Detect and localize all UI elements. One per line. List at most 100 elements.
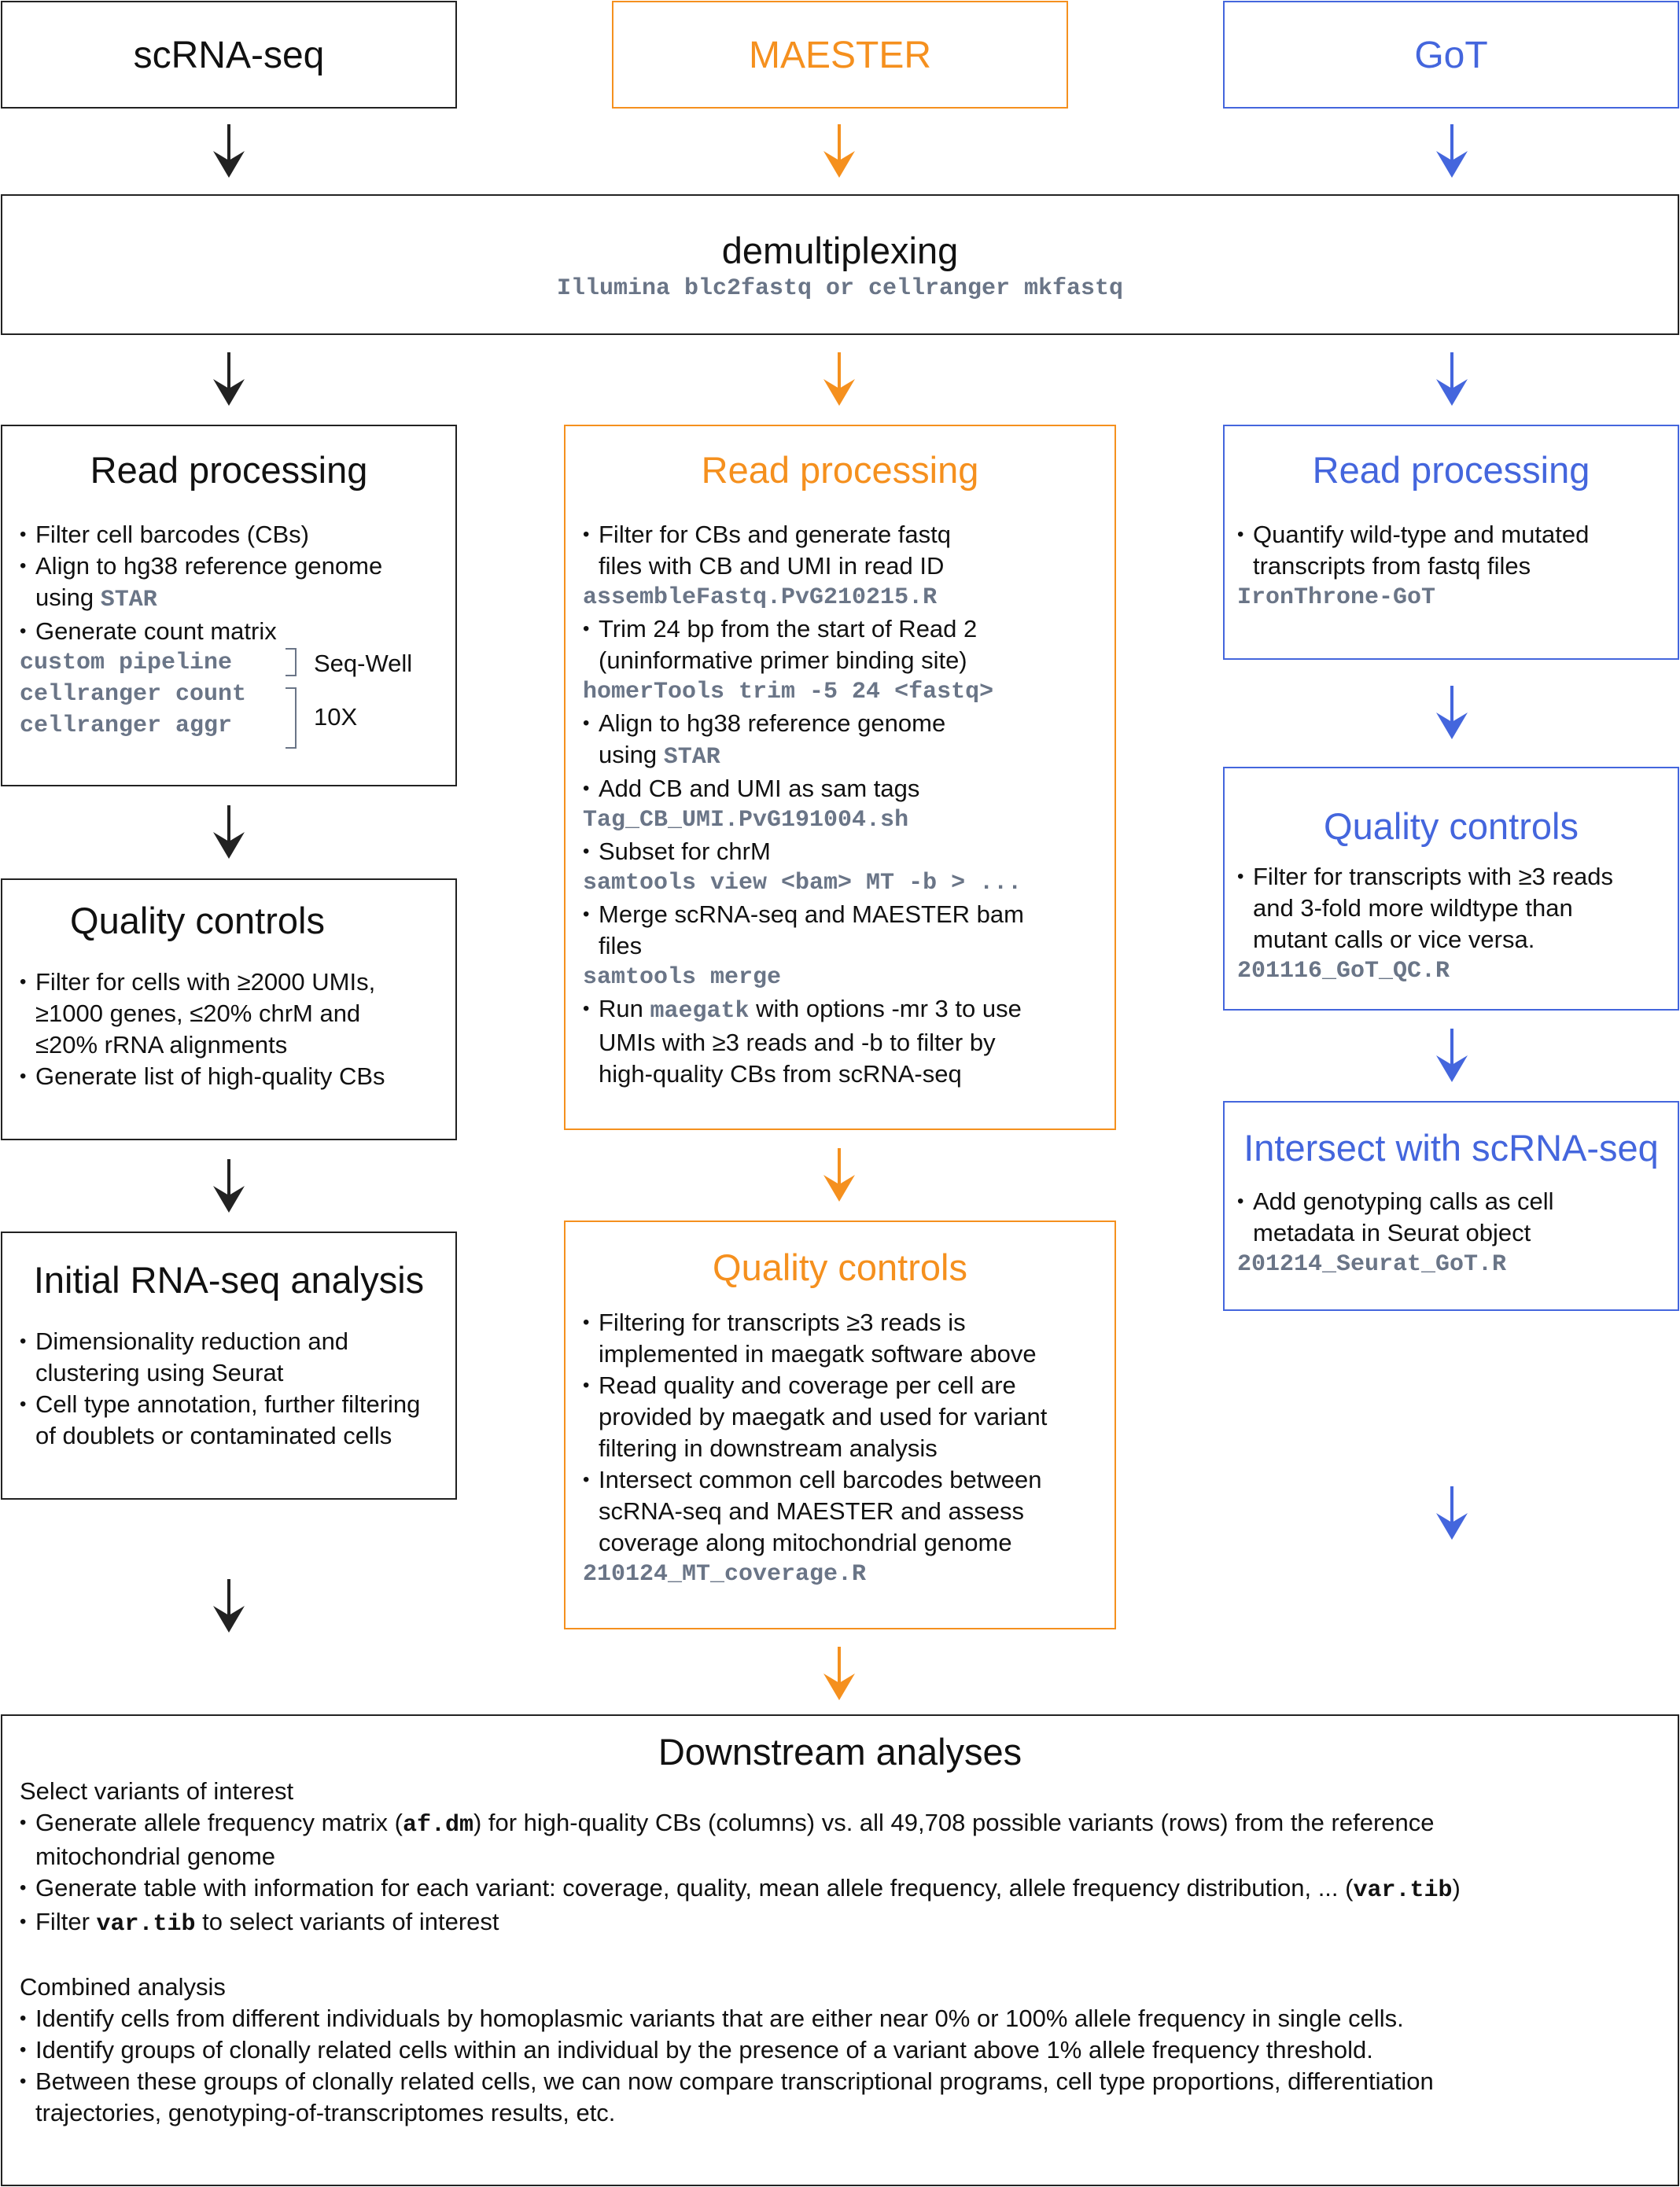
- maester-read-processing-content: Filter for CBs and generate fastq files …: [583, 519, 1024, 1090]
- scrna-read-bullet-1: Filter cell barcodes (CBs): [20, 519, 382, 550]
- maester-read-bullet-2-line-1: Trim 24 bp from the start of Read 2: [583, 613, 1024, 645]
- scrna-read-processing-title: Read processing: [90, 449, 368, 491]
- arrow-down-icon: [1436, 686, 1468, 739]
- got-read-bullet-1-line-1: Quantify wild-type and mutated: [1237, 519, 1589, 550]
- maester-read-bullet-7-line-1: Run maegatk with options -mr 3 to use: [583, 993, 1024, 1027]
- downstream-bullet-4: Identify cells from different individual…: [20, 2003, 1461, 2034]
- seq-well-bracket: [286, 648, 297, 676]
- arrow-down-icon: [213, 805, 245, 859]
- allele-matrix-text-a: Generate allele frequency matrix (: [35, 1809, 403, 1836]
- demultiplexing-box: demultiplexing Illumina blc2fastq or cel…: [1, 194, 1679, 335]
- maester-qc-bullet-1-line-1: Filtering for transcripts ≥3 reads is: [583, 1307, 1047, 1338]
- downstream-bullet-1-line-1: Generate allele frequency matrix (af.dm)…: [20, 1807, 1461, 1841]
- init-bullet-1-line-2: clustering using Seurat: [35, 1359, 284, 1386]
- tag-cb-umi-script: Tag_CB_UMI.PvG191004.sh: [583, 807, 909, 834]
- header-scrna-seq-label: scRNA-seq: [133, 35, 325, 76]
- maester-read-bullet-3-line-2: using STAR: [583, 739, 1024, 773]
- maester-qc-bullet-1-line-2: implemented in maegatk software above: [599, 1340, 1037, 1368]
- got-quality-controls-content: Filter for transcripts with ≥3 reads and…: [1237, 861, 1613, 987]
- maester-qc-bullet-2-line-2: provided by maegatk and used for variant: [599, 1403, 1048, 1430]
- initial-rna-seq-analysis-title: Initial RNA-seq analysis: [33, 1259, 425, 1301]
- initial-rna-seq-analysis-content: Dimensionality reduction and clustering …: [20, 1326, 420, 1452]
- got-read-processing-box: Read processing Quantify wild-type and m…: [1223, 425, 1679, 660]
- demultiplexing-command: Illumina blc2fastq or cellranger mkfastq: [556, 275, 1124, 302]
- ironthrone-got-command: IronThrone-GoT: [1237, 584, 1436, 611]
- downstream-analyses-title: Downstream analyses: [658, 1731, 1022, 1773]
- header-maester-label: MAESTER: [748, 35, 932, 76]
- maegatk-command: maegatk: [650, 998, 750, 1025]
- got-qc-bullet-1-line-2: and 3-fold more wildtype than: [1253, 894, 1573, 922]
- cellranger-aggr-command: cellranger aggr: [20, 712, 233, 739]
- homer-tools-command: homerTools trim -5 24 <fastq>: [583, 679, 994, 705]
- maester-read-bullet-7-line-3: high-quality CBs from scRNA-seq: [599, 1060, 962, 1088]
- got-read-bullet-1-line-2: transcripts from fastq files: [1253, 552, 1531, 580]
- got-qc-script: 201116_GoT_QC.R: [1237, 958, 1450, 985]
- got-intersect-title: Intersect with scRNA-seq: [1243, 1127, 1659, 1169]
- downstream-bullet-2: Generate table with information for each…: [20, 1872, 1461, 1906]
- maester-read-processing-title: Read processing: [701, 449, 979, 491]
- 10x-bracket: [286, 687, 297, 749]
- got-int-bullet-1-line-2: metadata in Seurat object: [1253, 1219, 1531, 1246]
- custom-pipeline-command: custom pipeline: [20, 650, 233, 676]
- run-text: Run: [599, 995, 643, 1022]
- maester-quality-controls-box: Quality controls Filtering for transcrip…: [564, 1221, 1116, 1629]
- scrna-qc-bullet-1-line-1: Filter for cells with ≥2000 UMIs,: [20, 966, 385, 998]
- arrow-down-icon: [1436, 352, 1468, 406]
- scrna-qc-bullet-1-line-3: ≤20% rRNA alignments: [35, 1031, 288, 1059]
- maegatk-options-text: with options -mr 3 to use: [756, 995, 1022, 1022]
- scrna-qc-bullet-2: Generate list of high-quality CBs: [20, 1061, 385, 1092]
- downstream-bullet-5: Identify groups of clonally related cell…: [20, 2034, 1461, 2066]
- scrna-read-processing-box: Read processing Filter cell barcodes (CB…: [1, 425, 457, 786]
- downstream-bullet-6-line-1: Between these groups of clonally related…: [20, 2066, 1461, 2097]
- maester-read-bullet-5: Subset for chrM: [583, 836, 1024, 867]
- seurat-got-script: 201214_Seurat_GoT.R: [1237, 1251, 1507, 1278]
- header-scrna-seq: scRNA-seq: [1, 1, 457, 109]
- got-int-bullet-1-line-1: Add genotyping calls as cell: [1237, 1186, 1554, 1217]
- scrna-qc-bullet-1-line-2: ≥1000 genes, ≤20% chrM and: [35, 1000, 361, 1027]
- variant-table-text-a: Generate table with information for each…: [35, 1874, 1354, 1902]
- maester-qc-bullet-3-line-1: Intersect common cell barcodes between: [583, 1464, 1047, 1496]
- scrna-read-bullet-2: Align to hg38 reference genome: [20, 550, 382, 582]
- section-spacer: [20, 1940, 1461, 1972]
- arrow-down-icon: [823, 1148, 855, 1202]
- downstream-analyses-box: Downstream analyses Select variants of i…: [1, 1714, 1679, 2186]
- scrna-quality-controls-content: Filter for cells with ≥2000 UMIs, ≥1000 …: [20, 966, 385, 1092]
- arrow-down-icon: [823, 124, 855, 178]
- maester-read-bullet-4: Add CB and UMI as sam tags: [583, 773, 1024, 804]
- maester-read-bullet-6-line-2: files: [599, 932, 643, 959]
- maester-read-bullet-2-line-2: (uninformative primer binding site): [599, 646, 967, 674]
- select-variants-heading: Select variants of interest: [20, 1777, 294, 1805]
- maester-read-bullet-6-line-1: Merge scRNA-seq and MAESTER bam: [583, 899, 1024, 930]
- maester-quality-controls-title: Quality controls: [713, 1246, 967, 1288]
- mt-coverage-script: 210124_MT_coverage.R: [583, 1561, 867, 1588]
- assemble-fastq-script: assembleFastq.PvG210215.R: [583, 584, 938, 611]
- got-intersect-content: Add genotyping calls as cell metadata in…: [1237, 1186, 1554, 1280]
- samtools-view-command: samtools view <bam> MT -b > ...: [583, 870, 1022, 897]
- 10x-label: 10X: [314, 703, 358, 731]
- maester-read-bullet-3-line-1: Align to hg38 reference genome: [583, 708, 1024, 739]
- arrow-down-icon: [1436, 1029, 1468, 1082]
- maester-qc-bullet-3-line-3: coverage along mitochondrial genome: [599, 1529, 1012, 1556]
- scrna-read-processing-content: Filter cell barcodes (CBs) Align to hg38…: [20, 519, 382, 742]
- cellranger-count-command: cellranger count: [20, 681, 247, 708]
- arrow-down-icon: [823, 1647, 855, 1700]
- maester-read-bullet-1-line-1: Filter for CBs and generate fastq: [583, 519, 1024, 550]
- arrow-down-icon: [1436, 124, 1468, 178]
- downstream-bullet-6-line-2: trajectories, genotyping-of-transcriptom…: [35, 2099, 616, 2126]
- star-command: STAR: [100, 587, 157, 613]
- got-quality-controls-box: Quality controls Filter for transcripts …: [1223, 767, 1679, 1011]
- maester-using-text: using: [599, 741, 658, 768]
- downstream-bullet-3: Filter var.tib to select variants of int…: [20, 1906, 1461, 1940]
- maester-read-bullet-1-line-2: files with CB and UMI in read ID: [599, 552, 945, 580]
- arrow-down-icon: [213, 1159, 245, 1213]
- arrow-down-icon: [213, 352, 245, 406]
- header-got-label: GoT: [1414, 35, 1488, 76]
- variant-table-text-b: ): [1452, 1874, 1461, 1902]
- samtools-merge-command: samtools merge: [583, 964, 782, 991]
- scrna-read-bullet-3: Generate count matrix: [20, 616, 382, 647]
- header-maester: MAESTER: [612, 1, 1068, 109]
- demultiplexing-title: demultiplexing: [721, 230, 959, 271]
- var-tib-filter-code: var.tib: [96, 1911, 196, 1938]
- maester-qc-bullet-2-line-3: filtering in downstream analysis: [599, 1434, 938, 1462]
